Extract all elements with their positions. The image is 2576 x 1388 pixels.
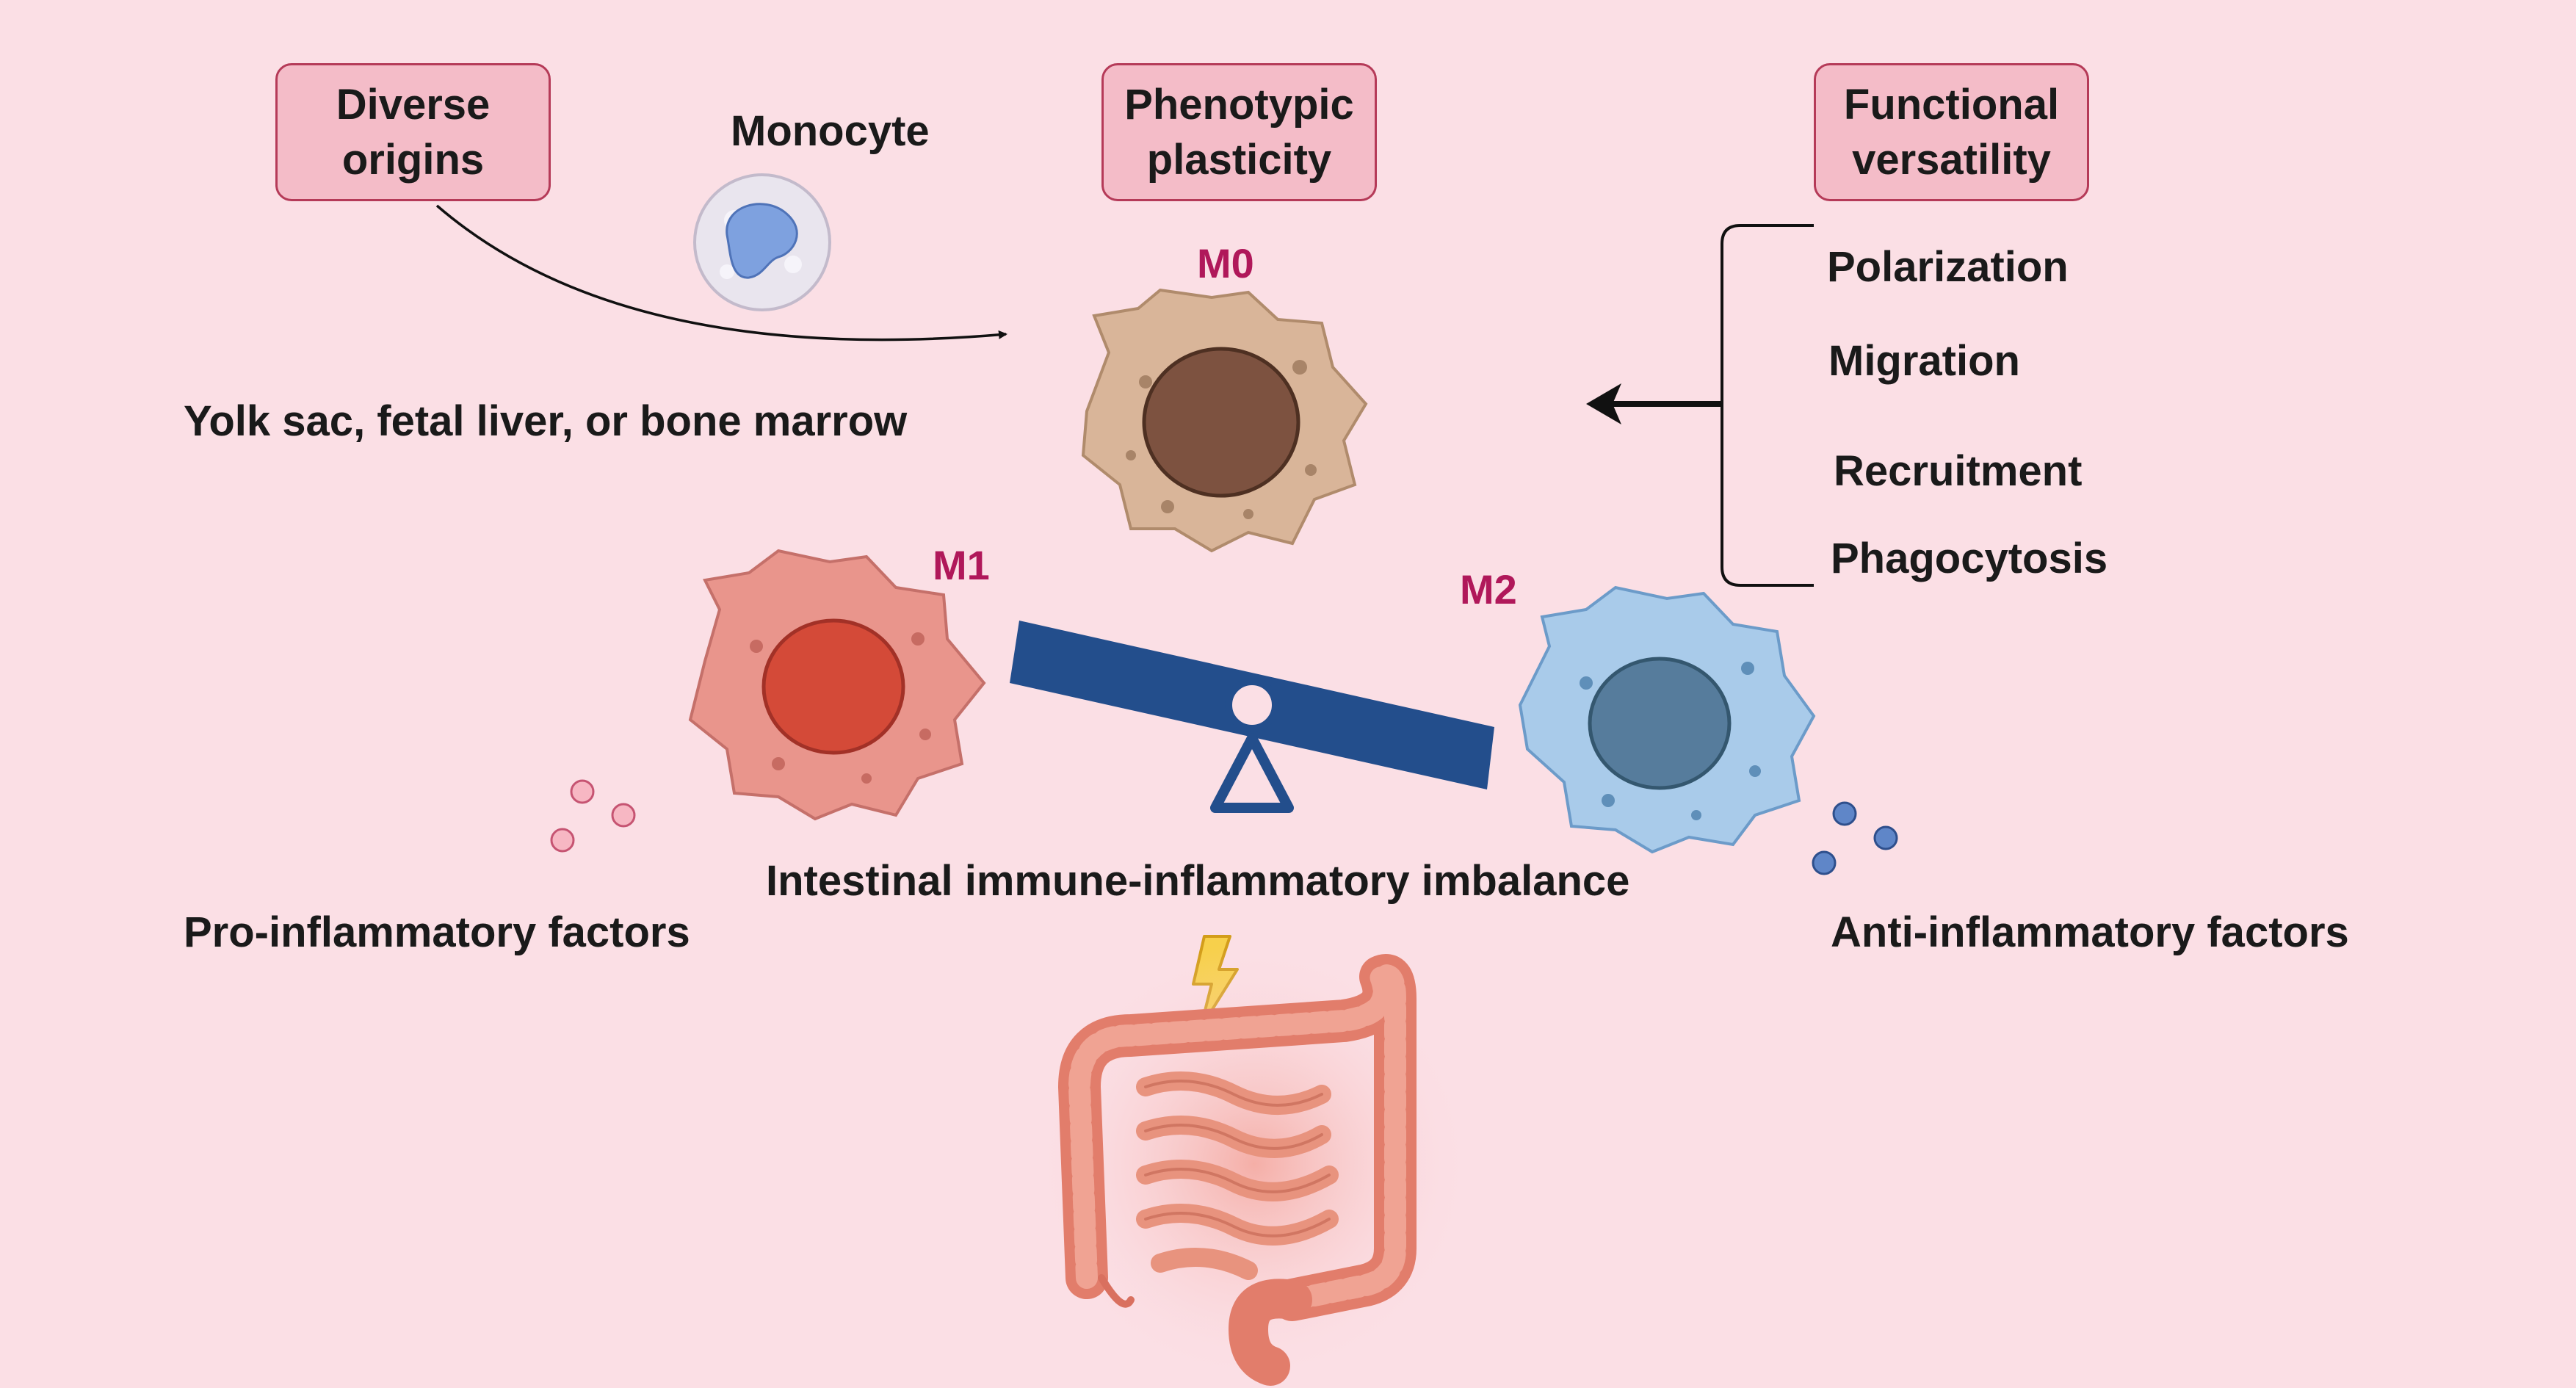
diverse-origins-box: Diverse origins bbox=[275, 63, 551, 201]
pro-factor-dots bbox=[550, 779, 636, 853]
origins-arrow bbox=[435, 204, 1007, 341]
m1-label: M1 bbox=[933, 542, 990, 588]
m2-macrophage-icon bbox=[1518, 585, 1816, 854]
monocyte-icon bbox=[693, 173, 831, 311]
m2-label: M2 bbox=[1460, 566, 1517, 612]
phenotypic-plasticity-box: Phenotypic plasticity bbox=[1101, 63, 1377, 201]
monocyte-label: Monocyte bbox=[731, 107, 930, 155]
anti-factors-label: Anti-inflammatory factors bbox=[1831, 908, 2349, 956]
m0-label: M0 bbox=[1197, 240, 1254, 286]
m1-macrophage-icon bbox=[688, 549, 986, 821]
origins-detail-label: Yolk sac, fetal liver, or bone marrow bbox=[184, 397, 908, 445]
seesaw-icon bbox=[1010, 621, 1494, 813]
function-migration: Migration bbox=[1828, 337, 2020, 385]
functional-versatility-box: Functional versatility bbox=[1814, 63, 2089, 201]
function-polarization: Polarization bbox=[1827, 243, 2069, 291]
m0-macrophage-icon bbox=[1081, 288, 1368, 553]
function-recruitment: Recruitment bbox=[1834, 447, 2083, 495]
function-phagocytosis: Phagocytosis bbox=[1831, 535, 2108, 582]
functions-bracket bbox=[1721, 224, 1814, 587]
intestine-icon bbox=[1034, 944, 1475, 1386]
imbalance-label: Intestinal immune-inflammatory imbalance bbox=[766, 857, 1630, 905]
anti-factor-dots bbox=[1812, 801, 1898, 875]
pro-factors-label: Pro-inflammatory factors bbox=[184, 908, 690, 956]
